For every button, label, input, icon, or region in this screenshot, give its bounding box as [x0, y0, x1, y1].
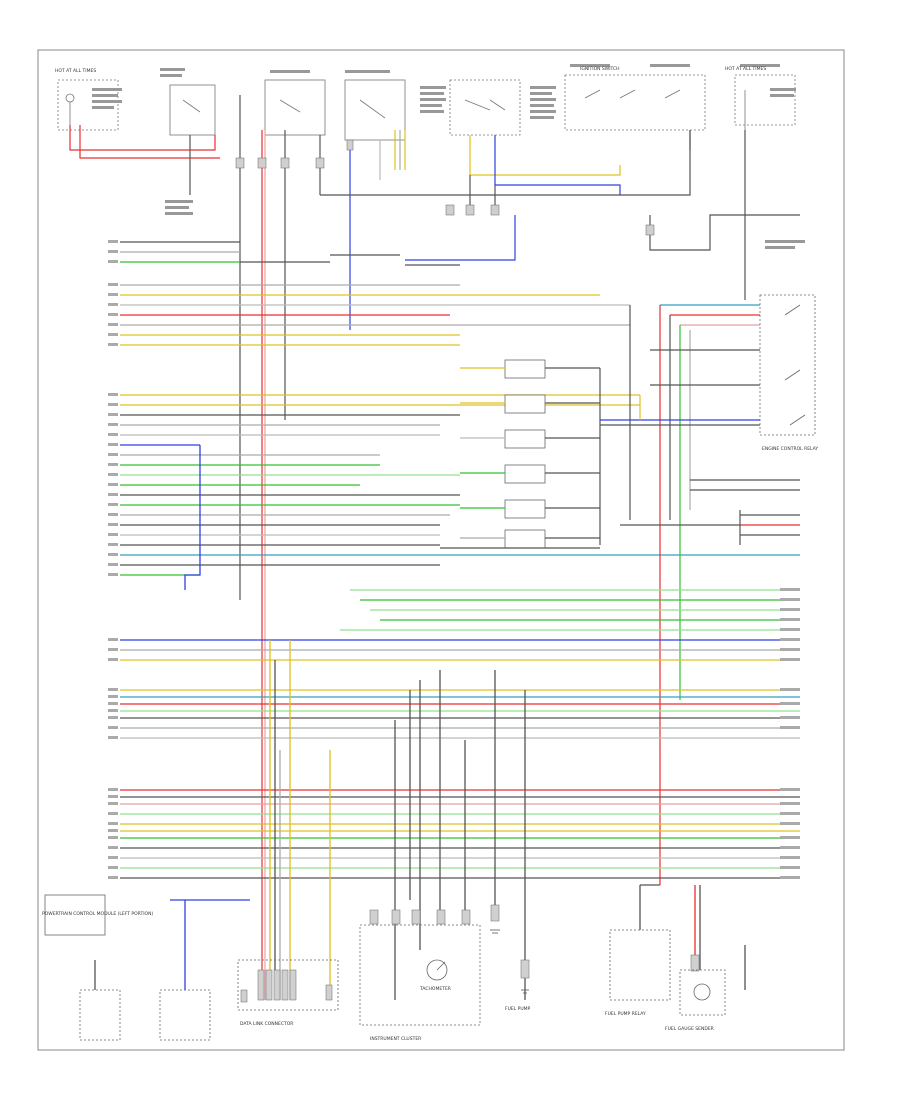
fuse-symbol — [65, 93, 75, 103]
fuse-block-left — [57, 79, 119, 131]
caption-top-right-fuse: HOT AT ALL TIMES — [725, 66, 766, 72]
caption-fuel-pump: FUEL PUMP — [505, 1006, 531, 1012]
top-components — [57, 74, 796, 141]
engine-control-relay — [759, 294, 816, 436]
captions: POWERTRAIN CONTROL MODULE (LEFT PORTION)… — [42, 66, 818, 1042]
fuse-block-right — [734, 74, 796, 126]
relay-3 — [344, 79, 406, 141]
bottom-drops — [94, 445, 746, 1000]
main-relay — [449, 79, 521, 136]
caption-pcm-left: POWERTRAIN CONTROL MODULE (LEFT PORTION) — [42, 911, 153, 917]
caption-top-left-fuse: HOT AT ALL TIMES — [55, 68, 96, 74]
top-label-blocks — [92, 64, 805, 249]
top-wires — [69, 95, 800, 1000]
fuel-gauge-box — [679, 969, 726, 1016]
pcm-box-left — [44, 894, 106, 936]
caption-ignition-switch: IGNITION SWITCH — [580, 66, 620, 72]
relay-2 — [264, 79, 326, 136]
right-side-wires — [600, 304, 800, 885]
caption-fuel-pump-relay: FUEL PUMP RELAY — [605, 1011, 646, 1017]
pcm-wires-upper — [120, 241, 630, 346]
relay-1 — [169, 84, 216, 136]
pcm-wires-middle — [120, 394, 800, 576]
pin-label-blocks — [108, 240, 800, 879]
ignition-switch — [564, 74, 706, 131]
module-box-1 — [79, 989, 121, 1041]
fuel-injector-relays — [504, 359, 546, 549]
caption-data-link: DATA LINK CONNECTOR — [240, 1021, 293, 1027]
caption-fuel-gauge-sender: FUEL GAUGE SENDER — [665, 1026, 714, 1032]
module-box-2 — [159, 989, 211, 1041]
pcm-wires-lower — [120, 589, 800, 879]
caption-instrument-cluster: INSTRUMENT CLUSTER — [370, 1036, 421, 1042]
tach-gauge — [426, 959, 448, 981]
diagram-border — [37, 49, 845, 1051]
bottom-connectors — [240, 904, 700, 1003]
fuel-pump-relay-box — [609, 929, 671, 1001]
fuel-pump-motor — [693, 983, 711, 1001]
caption-tach: TACHOMETER — [419, 986, 451, 992]
injector-connectors — [440, 367, 601, 549]
ground-symbols — [490, 929, 529, 994]
top-connector-pins — [235, 139, 655, 236]
caption-engine-control-relay: ENGINE CONTROL RELAY — [762, 446, 818, 452]
cluster-box — [359, 924, 481, 1026]
data-link-connector — [237, 959, 339, 1011]
bottom-components — [44, 894, 726, 1041]
